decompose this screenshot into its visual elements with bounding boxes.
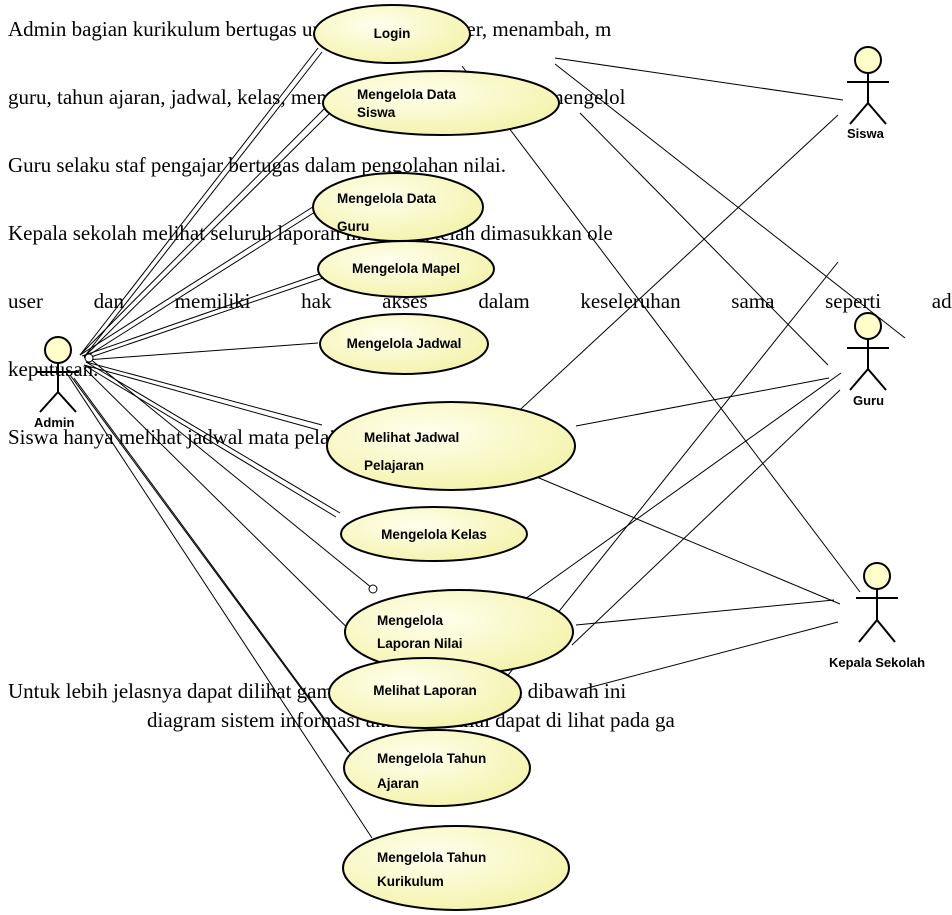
use-case-label: Mengelola Tahun: [377, 751, 486, 766]
use-case-label: Pelajaran: [364, 458, 424, 473]
actor-label-admin: Admin: [34, 415, 75, 430]
justified-word: dalam: [478, 289, 530, 313]
actor-admin: [37, 336, 79, 413]
use-case-label: Guru: [337, 219, 369, 234]
actor-label-guru: Guru: [853, 393, 884, 408]
include-endpoint: [368, 584, 378, 594]
use-case-label: Ajaran: [377, 776, 419, 791]
justified-word: adm: [931, 289, 952, 313]
use-case-label: Kurikulum: [377, 874, 444, 889]
justified-word: hak: [301, 289, 332, 313]
use-case-mengelola-jadwal: Mengelola Jadwal: [319, 313, 489, 375]
paragraph-line: Guru selaku staf pengajar bertugas dalam…: [8, 153, 506, 177]
association-lines: [65, 47, 906, 839]
use-case-label: Mengelola Data: [337, 191, 437, 206]
use-case-label: Mengelola Kelas: [381, 527, 487, 542]
caption-line: Untuk lebih jelasnya dapat dilihat gamba…: [8, 679, 627, 703]
justified-word: keseleruhan: [580, 289, 681, 313]
actor-label-kepala-sekolah: Kepala Sekolah: [829, 655, 925, 670]
use-case-label: Siswa: [357, 105, 396, 120]
justified-word: user: [8, 289, 43, 313]
paragraph-line: Kepala sekolah melihat seluruh laporan n…: [8, 221, 613, 245]
use-case-mengelola-data-siswa: Mengelola Data Siswa: [322, 70, 560, 136]
use-case-label: Mengelola: [377, 613, 444, 628]
use-case-mengelola-data-guru: Mengelola Data Guru: [312, 172, 484, 242]
use-case-label: Mengelola Data: [357, 87, 457, 102]
use-case-mengelola-tahun-kurikulum: Mengelola Tahun Kurikulum: [342, 825, 570, 911]
use-case-mengelola-mapel: Mengelola Mapel: [317, 240, 495, 298]
use-case-label: Mengelola Tahun: [377, 850, 486, 865]
use-case-melihat-jadwal-pelajaran: Melihat Jadwal Pelajaran: [326, 401, 576, 491]
actor-label-siswa: Siswa: [847, 126, 885, 141]
actor-guru: [847, 312, 889, 391]
use-case-label: Laporan Nilai: [377, 636, 463, 651]
justified-word: dan: [93, 289, 124, 313]
justified-word: sama: [731, 289, 775, 313]
use-case-label: Melihat Laporan: [373, 683, 477, 698]
actor-kepala-sekolah: [856, 562, 898, 643]
use-case-mengelola-kelas: Mengelola Kelas: [340, 506, 528, 562]
include-endpoint: [84, 353, 94, 363]
actor-siswa: [847, 46, 889, 125]
use-case-label: Login: [374, 26, 411, 41]
paragraph-line: Admin bagian kurikulum bertugas untuk me…: [8, 17, 612, 41]
use-case-melihat-laporan: Melihat Laporan: [328, 657, 522, 729]
use-case-label: Melihat Jadwal: [364, 430, 459, 445]
use-case-mengelola-tahun-ajaran: Mengelola Tahun Ajaran: [343, 729, 531, 807]
justified-word: seperti: [825, 289, 882, 313]
use-case-label: Mengelola Mapel: [352, 261, 460, 276]
use-case-label: Mengelola Jadwal: [347, 336, 462, 351]
use-case-login: Login: [313, 4, 471, 64]
